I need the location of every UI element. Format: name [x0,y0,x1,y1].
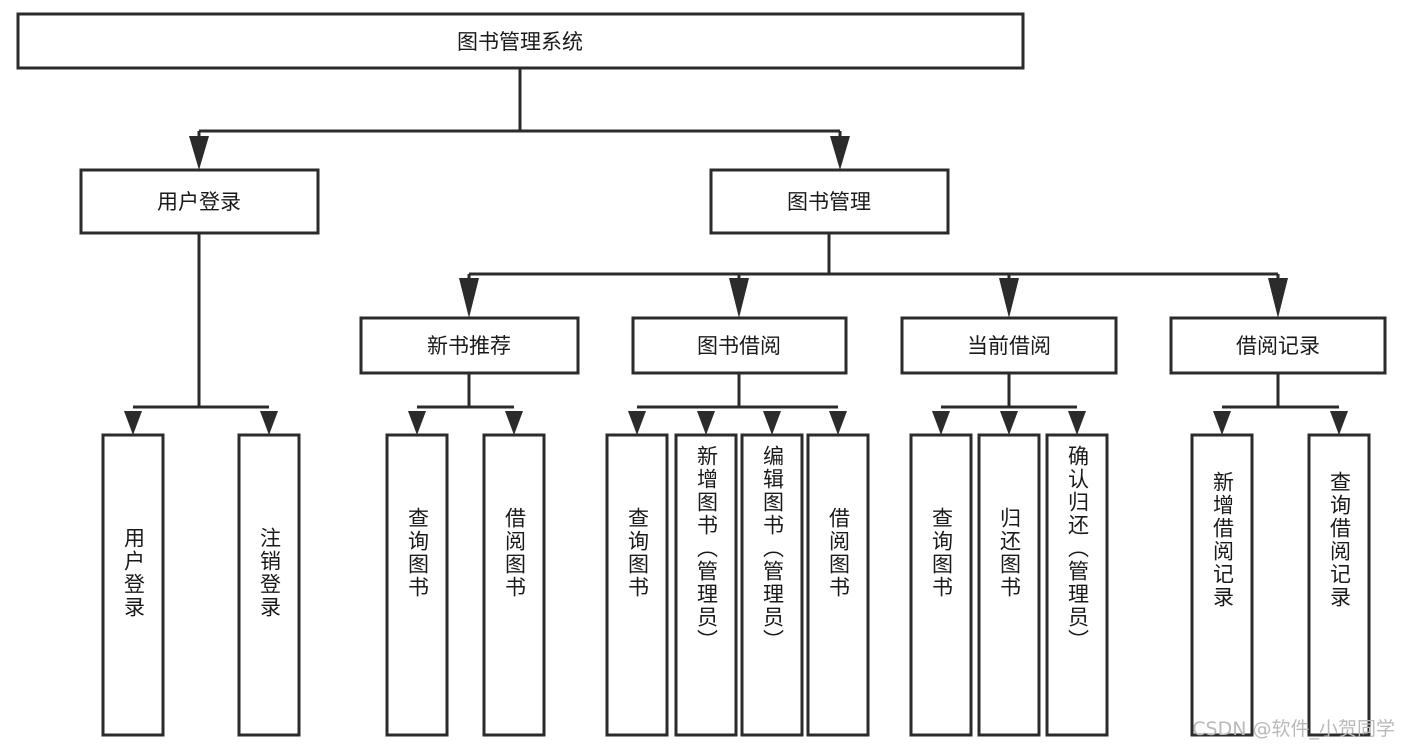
arrow-head-icon [830,136,850,170]
arrow-head-icon [1268,278,1288,318]
leaf-box-borrow-book-1[interactable] [482,433,546,737]
leaf-box-edit-book-admin[interactable] [740,433,804,737]
arrow-head-icon [932,411,950,435]
node-book-borrow[interactable] [631,316,848,375]
connector-group-book-mgmt-to-level3 [459,233,1288,318]
arrow-head-icon [124,411,142,435]
arrow-head-icon [1068,411,1086,435]
leaf-box-add-book-admin[interactable] [674,433,738,737]
arrow-head-icon [505,411,523,435]
arrow-head-icon [260,411,278,435]
node-book-borrow-label: 图书借阅 [697,334,781,358]
node-book-management[interactable] [709,168,950,235]
node-current-borrow[interactable] [900,316,1118,375]
leaf-box-add-borrow-record[interactable] [1190,433,1254,737]
leaf-box-return-book[interactable] [977,433,1041,737]
node-root[interactable] [16,12,1025,70]
connector-group-root-to-level2 [189,68,850,170]
arrow-head-icon [1330,411,1348,435]
connector-group-book-borrow-leaves [628,373,847,435]
node-user-login-label: 用户登录 [157,190,241,214]
leaf-box-logout[interactable] [237,433,301,737]
connector-group-user-login-leaves [124,233,278,435]
leaf-box-query-book-1[interactable] [385,433,449,737]
arrow-head-icon [999,278,1019,318]
arrow-head-icon [628,411,646,435]
arrow-head-icon [763,411,781,435]
node-book-management-label: 图书管理 [787,190,871,214]
arrow-head-icon [1000,411,1018,435]
leaf-box-confirm-return-admin[interactable] [1045,433,1109,737]
connector-group-current-borrow-leaves [932,373,1086,435]
leaf-box-query-book-3[interactable] [909,433,973,737]
connector-group-borrow-record-leaves [1213,373,1348,435]
node-borrow-record[interactable] [1169,316,1387,375]
arrow-head-icon [459,278,479,318]
node-user-login[interactable] [79,168,320,235]
arrow-head-icon [829,411,847,435]
leaf-box-borrow-book-2[interactable] [806,433,870,737]
arrow-head-icon [1213,411,1231,435]
node-current-borrow-label: 当前借阅 [967,334,1051,358]
connector-group-new-book-leaves [408,373,523,435]
node-borrow-record-label: 借阅记录 [1236,334,1320,358]
leaf-box-query-borrow-record[interactable] [1307,433,1371,737]
node-root-label: 图书管理系统 [457,30,583,54]
node-new-book-recommend[interactable] [359,316,580,375]
leaf-box-query-book-2[interactable] [605,433,669,737]
csdn-watermark: CSDN @软件_小贺同学 [1192,718,1395,740]
arrow-head-icon [408,411,426,435]
arrow-head-icon [697,411,715,435]
node-new-book-recommend-label: 新书推荐 [427,334,511,358]
arrow-head-icon [189,136,209,170]
leaf-box-user-login[interactable] [101,433,165,737]
arrow-head-icon [729,278,749,318]
